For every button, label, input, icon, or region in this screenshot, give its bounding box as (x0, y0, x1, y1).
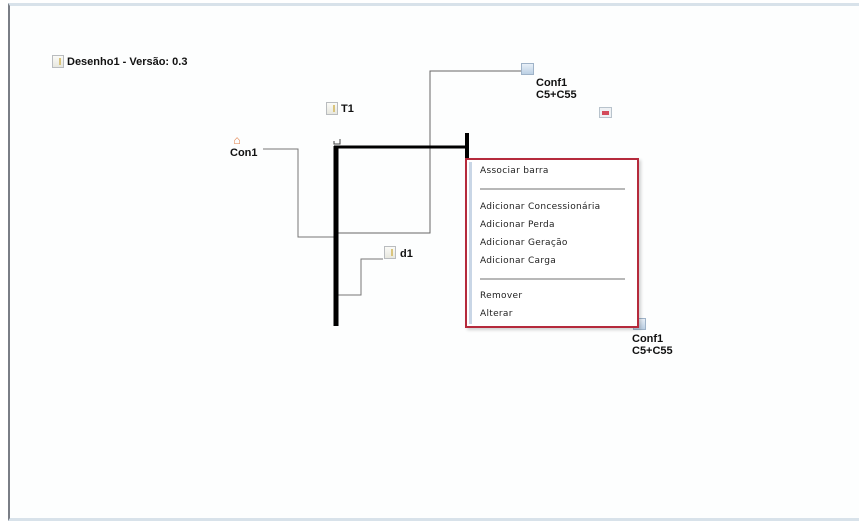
wire-con1-bus[interactable] (263, 148, 336, 238)
wire-load-bus[interactable] (338, 258, 383, 296)
menu-separator (480, 278, 625, 280)
conf-bottom-name: Conf1 (632, 333, 664, 345)
menu-item-remover[interactable]: Remover (480, 291, 523, 301)
menu-item-adicionar-geracao[interactable]: Adicionar Geração (480, 238, 568, 248)
conf-top-name: Conf1 (536, 77, 568, 89)
menu-item-alterar[interactable]: Alterar (480, 309, 513, 319)
wire-conf-bus[interactable] (336, 70, 522, 234)
concessionaria-label: Con1 (230, 147, 258, 159)
load-label: d1 (400, 248, 413, 260)
bus-marker-icon (333, 139, 341, 145)
menu-item-adicionar-perda[interactable]: Adicionar Perda (480, 220, 555, 230)
document-icon (52, 55, 64, 68)
configuration-icon[interactable] (521, 63, 534, 75)
menu-item-adicionar-carga[interactable]: Adicionar Carga (480, 256, 557, 266)
menu-item-adicionar-concessionaria[interactable]: Adicionar Concessionária (480, 202, 601, 212)
conf-bottom-detail: C5+C55 (632, 345, 673, 357)
red-box-icon[interactable] (599, 107, 612, 118)
transformer-label: T1 (341, 103, 354, 115)
menu-separator (480, 188, 625, 190)
menu-item-associar-barra[interactable]: Associar barra (480, 166, 549, 176)
transformer-icon[interactable] (326, 102, 338, 115)
drawing-canvas[interactable] (8, 3, 859, 521)
drawing-title: Desenho1 - Versão: 0.3 (67, 56, 188, 68)
load-icon[interactable] (384, 246, 396, 259)
antenna-icon[interactable]: ⌂ (233, 133, 241, 147)
conf-top-detail: C5+C55 (536, 89, 577, 101)
context-menu: Associar barra Adicionar Concessionária … (465, 158, 639, 328)
